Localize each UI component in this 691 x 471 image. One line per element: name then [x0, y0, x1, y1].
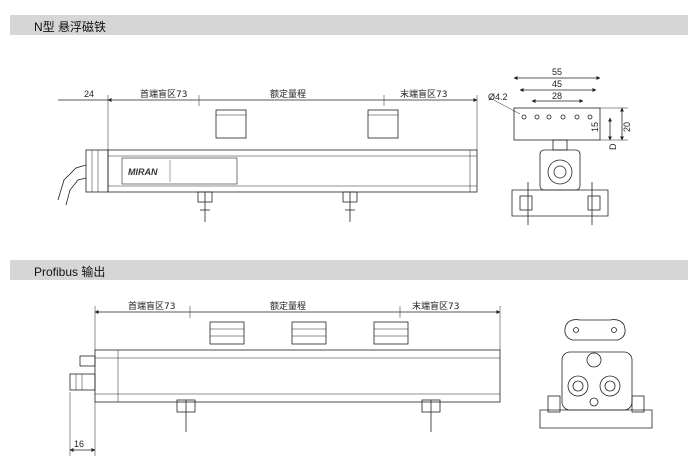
dim-15: 15: [590, 122, 600, 132]
connector-left-icon: [567, 375, 589, 397]
magnet-c: [373, 321, 409, 345]
dim-hole: Ø4.2: [488, 92, 508, 102]
connector-top-icon: [586, 352, 602, 368]
dim-20: 20: [622, 122, 632, 132]
dim-d: D: [608, 143, 618, 150]
connector-m12: [69, 373, 96, 391]
dim-28: 28: [552, 91, 562, 101]
sensor-head: [85, 149, 109, 193]
zone-left-label-2: 首端盲区73: [128, 300, 175, 312]
dim-45: 45: [552, 79, 562, 89]
section-header-n-type: N型 悬浮磁铁: [10, 15, 688, 35]
magnet-a: [209, 321, 245, 345]
profibus-end-view: [539, 319, 653, 429]
zone-right-label-2: 末端盲区73: [412, 300, 459, 312]
magnet-b: [291, 321, 327, 345]
zone-mid-label-2: 额定量程: [270, 300, 306, 312]
section-header-profibus: Profibus 输出: [10, 260, 688, 280]
profibus-bracket: [564, 319, 626, 341]
cable: [57, 164, 87, 206]
floating-magnet-1: [215, 109, 247, 139]
section-title: N型 悬浮磁铁: [34, 20, 107, 34]
zone-right-label: 末端盲区73: [400, 88, 447, 100]
zone-mid-label: 额定量程: [270, 88, 306, 100]
floating-magnet-2: [367, 109, 399, 139]
label-plate: [121, 157, 238, 185]
brand-logo: MIRAN: [128, 167, 158, 177]
section-title: Profibus 输出: [34, 265, 106, 279]
sensor-body: [107, 149, 478, 193]
connector-right-icon: [599, 375, 621, 397]
zone-left-label: 首端盲区73: [140, 88, 187, 100]
profibus-side-view: [69, 306, 501, 456]
dim-24-label: 24: [84, 89, 94, 99]
dim-55: 55: [552, 67, 562, 77]
dim-16-label: 16: [74, 439, 84, 449]
n-type-side-view: [57, 95, 478, 222]
profibus-housing: [561, 351, 633, 411]
end-bracket: [513, 107, 601, 141]
n-type-end-view: [489, 76, 628, 225]
